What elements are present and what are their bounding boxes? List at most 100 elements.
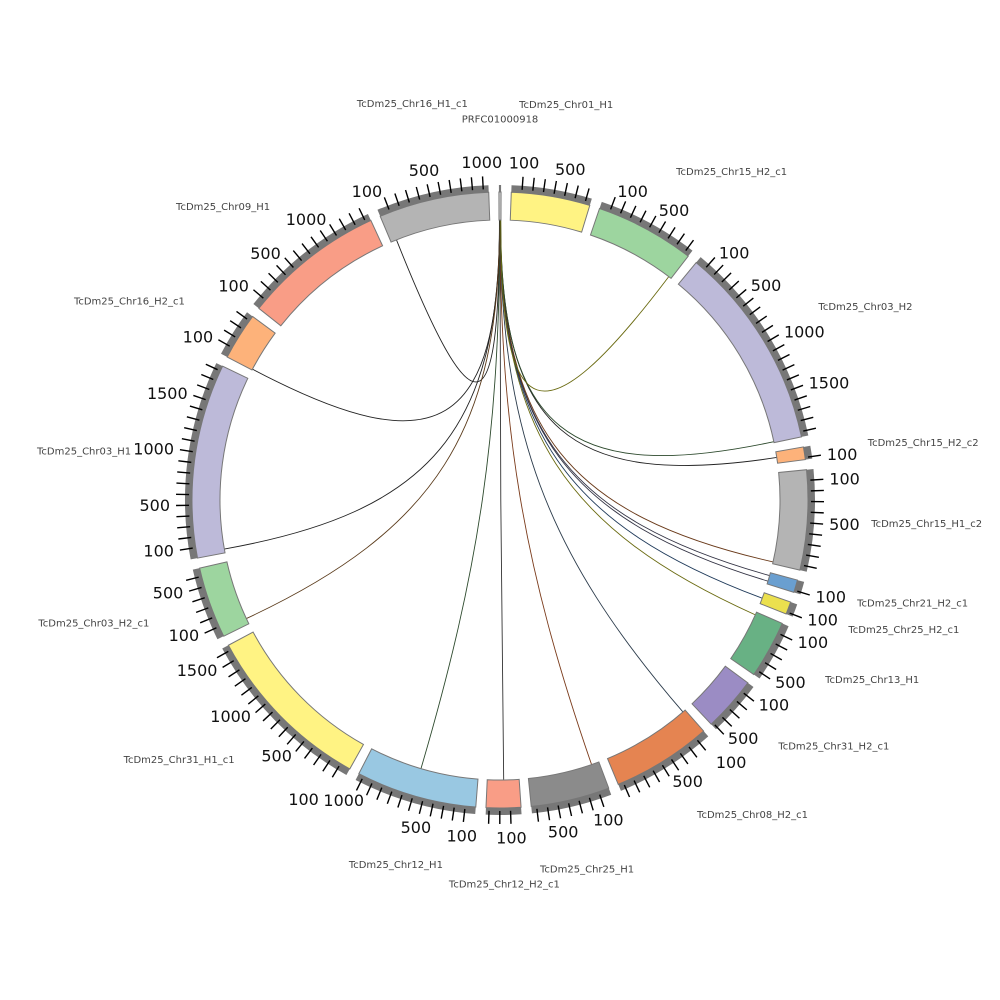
tick-label: 500 xyxy=(250,244,281,263)
tick-label: 100 xyxy=(288,790,319,809)
tick-mark xyxy=(609,196,616,210)
scale-band xyxy=(711,682,754,730)
chromosome-label: TcDm25_Chr21_H2_c1 xyxy=(856,599,968,610)
tick-mark xyxy=(736,700,748,711)
tick-mark xyxy=(177,471,191,474)
tick-label: 500 xyxy=(409,161,440,180)
link-TcDm25_Chr21_H2_c1 xyxy=(499,219,769,582)
chromosome-arc xyxy=(677,261,803,444)
links-layer xyxy=(224,219,777,780)
segment-TcDm25_Chr15_H1_c2 xyxy=(772,469,824,572)
tick-mark xyxy=(639,210,647,223)
scale-band xyxy=(377,185,489,217)
tick-label: 500 xyxy=(548,823,579,842)
chromosome-arc xyxy=(766,572,799,593)
tick-mark xyxy=(810,478,824,481)
tick-mark xyxy=(355,778,363,791)
tick-mark xyxy=(184,427,197,432)
tick-mark xyxy=(728,280,740,291)
tick-label: 500 xyxy=(261,747,292,766)
scale-band xyxy=(498,184,502,193)
tick-label: 100 xyxy=(593,811,624,830)
tick-mark xyxy=(567,803,573,817)
tick-mark xyxy=(303,747,313,759)
tick-mark xyxy=(358,207,366,221)
tick-mark xyxy=(772,344,785,352)
tick-mark xyxy=(714,724,725,735)
tick-label: 1500 xyxy=(809,374,850,393)
chromosome-label: TcDm25_Chr09_H1 xyxy=(175,202,270,213)
tick-mark xyxy=(223,329,236,338)
tick-mark xyxy=(761,324,774,333)
chromosome-label: TcDm25_Chr25_H1 xyxy=(539,864,634,875)
segments-layer xyxy=(176,176,824,825)
tick-mark xyxy=(178,536,192,540)
link-TcDm25_Chr08_H2_c1 xyxy=(499,219,684,713)
chromosome-arc xyxy=(258,219,384,327)
tick-mark xyxy=(619,201,627,214)
tick-mark xyxy=(805,554,820,559)
tick-label: 100 xyxy=(807,611,838,630)
tick-label: 1000 xyxy=(461,153,502,172)
chromosome-arc xyxy=(227,631,365,770)
tick-label: 100 xyxy=(509,153,540,172)
chromosome-arc xyxy=(199,561,250,637)
tick-mark xyxy=(185,576,199,582)
tick-mark xyxy=(222,660,235,669)
tick-mark xyxy=(329,224,338,236)
tick-mark xyxy=(786,374,800,381)
tick-mark xyxy=(270,719,281,730)
segment-TcDm25_Chr31_H1_c1 xyxy=(216,631,365,778)
tick-mark xyxy=(236,310,248,320)
chromosome-label: TcDm25_Chr03_H2 xyxy=(817,302,912,313)
tick-mark xyxy=(179,449,193,453)
link-TcDm25_Chr03_H2_c1 xyxy=(246,219,501,619)
tick-mark xyxy=(810,522,824,525)
tick-label: 500 xyxy=(659,201,690,220)
tick-mark xyxy=(643,775,651,788)
segment-TcDm25_Chr25_H1 xyxy=(527,761,612,822)
tick-label: 100 xyxy=(447,826,478,845)
tick-mark xyxy=(735,288,747,299)
tick-mark xyxy=(322,760,331,772)
chromosome-arc xyxy=(759,592,792,615)
tick-mark xyxy=(532,177,535,191)
tick-mark xyxy=(440,805,445,819)
segment-TcDm25_Chr13_H1 xyxy=(730,611,793,680)
tick-label: 100 xyxy=(617,182,648,201)
tick-mark xyxy=(764,662,777,671)
tick-mark xyxy=(255,703,266,714)
tick-mark xyxy=(195,607,209,614)
tick-label: 100 xyxy=(759,695,790,714)
tick-mark xyxy=(179,547,193,551)
tick-label: 1000 xyxy=(133,439,174,458)
tick-mark xyxy=(284,257,294,268)
tick-mark xyxy=(426,184,431,198)
tick-label: 1000 xyxy=(323,791,364,810)
tick-mark xyxy=(383,197,390,210)
tick-mark xyxy=(777,353,790,362)
tick-mark xyxy=(415,186,421,200)
tick-label: 100 xyxy=(798,633,829,652)
tick-mark xyxy=(407,798,413,812)
chromosome-label: TcDm25_Chr15_H1_c2 xyxy=(870,519,982,530)
tick-mark xyxy=(648,215,657,228)
tick-mark xyxy=(767,334,780,343)
tick-mark xyxy=(404,189,410,203)
tick-label: 100 xyxy=(719,244,750,263)
tick-mark xyxy=(688,746,698,758)
tick-mark xyxy=(451,807,455,821)
link-TcDm25_Chr16_H2_c1 xyxy=(252,219,500,422)
chromosome-arc xyxy=(498,191,502,221)
scale-band xyxy=(485,807,522,816)
segment-PRFC01000918 xyxy=(498,184,502,221)
tick-mark xyxy=(429,803,434,817)
chromosome-label: TcDm25_Chr15_H2_c2 xyxy=(867,438,979,449)
tick-mark xyxy=(742,297,754,307)
tick-mark xyxy=(679,752,689,765)
tick-mark xyxy=(260,280,271,291)
chromosome-arc xyxy=(226,315,276,371)
tick-mark xyxy=(803,564,817,570)
tick-label: 1000 xyxy=(210,707,251,726)
tick-mark xyxy=(584,188,590,202)
